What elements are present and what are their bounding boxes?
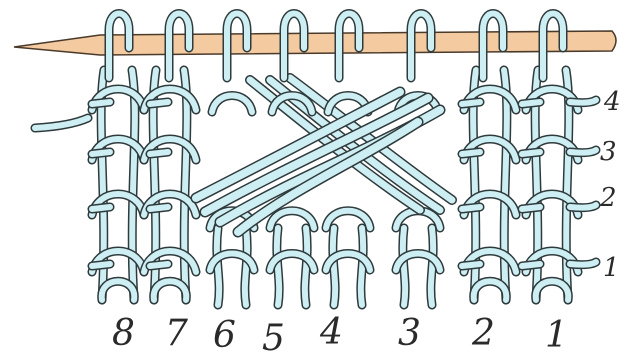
row-bar: [92, 102, 110, 104]
cable-top-loop: [212, 96, 252, 113]
column-label: 2: [471, 313, 495, 354]
row-bar: [462, 264, 480, 266]
column-label: 4: [319, 312, 343, 353]
row-label: 3: [600, 137, 617, 167]
column-label: 5: [262, 318, 285, 354]
stitch-leg: [504, 70, 507, 300]
row-bar: [92, 152, 110, 154]
row-bar: [92, 264, 110, 266]
column-label: 3: [398, 313, 421, 354]
knitted-fabric: [35, 70, 596, 305]
column-label: 6: [213, 315, 236, 354]
cable-base-leg: [361, 228, 363, 305]
row-bar: [522, 152, 540, 154]
row-label: 2: [599, 183, 617, 213]
row-bar: [150, 207, 168, 209]
cable-base-leg: [217, 228, 219, 305]
row-end: [570, 150, 596, 153]
stitch-leg: [184, 70, 187, 300]
row-end: [570, 262, 596, 265]
row-bar: [522, 102, 540, 104]
row-label: 4: [603, 87, 621, 117]
row-bar: [462, 152, 480, 154]
row-bar: [92, 207, 110, 209]
column-label: 7: [165, 313, 188, 354]
cable-base-leg: [305, 228, 307, 305]
row-end: [570, 100, 596, 103]
cable-base-leg: [245, 228, 247, 305]
cable-base-leg: [277, 228, 279, 305]
row-bar: [462, 102, 480, 104]
column-labels: 8 7 6 5 4 3 2 1: [112, 312, 568, 354]
row-bar: [150, 152, 168, 154]
row-bar: [150, 264, 168, 266]
column-label: 1: [545, 315, 568, 354]
row-labels: 4 3 2 1: [599, 87, 621, 283]
cable-base-leg: [403, 228, 405, 305]
cable-base-leg: [431, 228, 433, 305]
row-bar: [522, 207, 540, 209]
row-end: [570, 205, 596, 208]
row-bar: [522, 264, 540, 266]
row-bar: [462, 207, 480, 209]
stitch-leg: [132, 70, 135, 300]
row-label: 1: [603, 253, 620, 283]
cable-base-leg: [333, 228, 335, 305]
knitting-needle: [14, 31, 616, 55]
column-label: 8: [112, 313, 135, 354]
row-bar: [150, 102, 168, 104]
